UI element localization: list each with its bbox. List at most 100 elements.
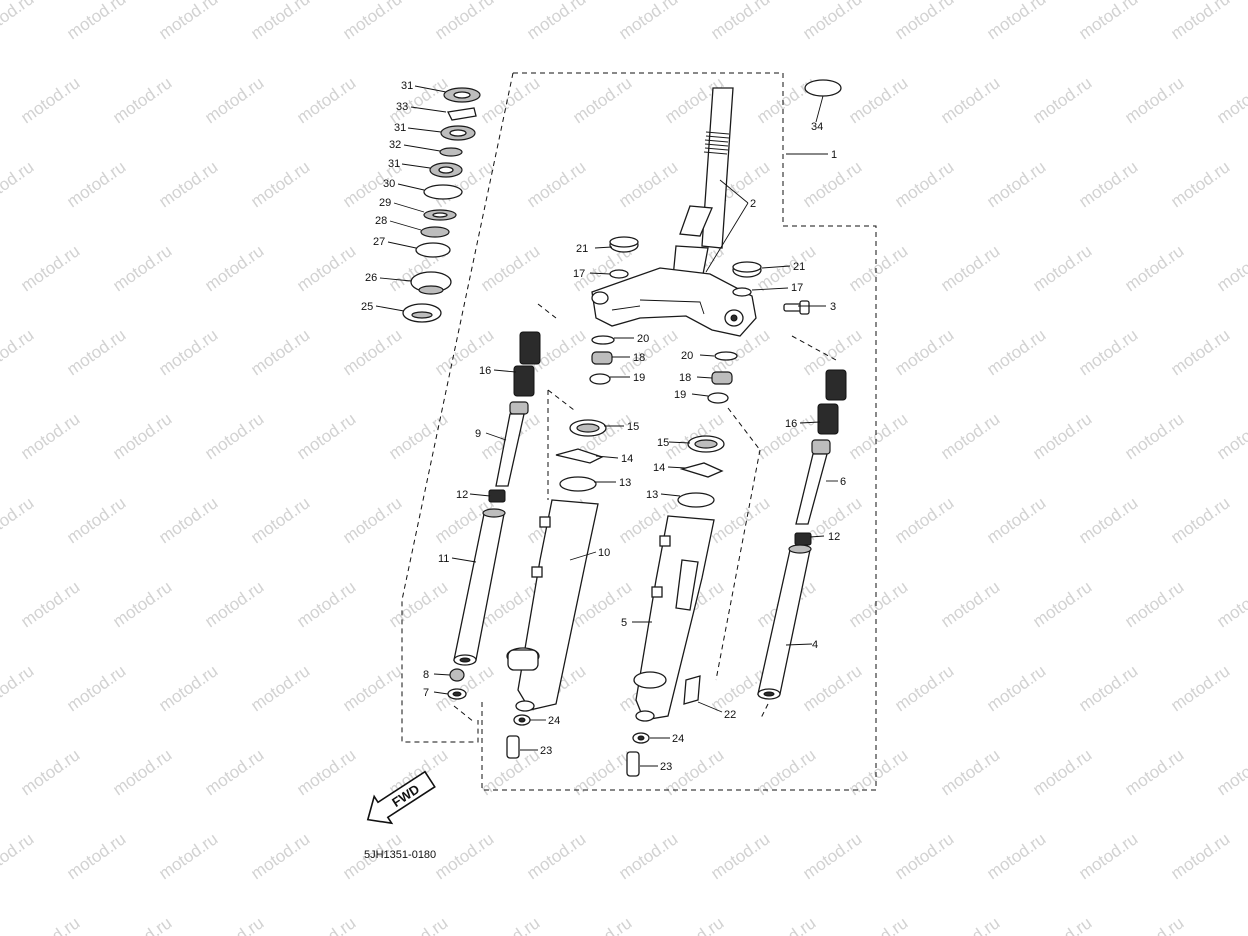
watermark-text: motod.ru [293,73,359,127]
watermark-text: motod.ru [937,745,1003,799]
watermark-text: motod.ru [983,661,1049,715]
watermark-text: motod.ru [339,661,405,715]
watermark-text: motod.ru [1213,577,1248,631]
watermark-text: motod.ru [0,829,37,883]
callout-5: 5 [621,617,627,629]
watermark-text: motod.ru [0,157,37,211]
watermark-text: motod.ru [845,913,911,936]
watermark-text: motod.ru [753,73,819,127]
callout-6: 6 [840,476,846,488]
watermark-text: motod.ru [1167,661,1233,715]
callout-18-left: 18 [633,352,645,364]
watermark-text: motod.ru [937,577,1003,631]
watermark-text: motod.ru [1075,0,1141,43]
watermark-text: motod.ru [201,577,267,631]
watermark-text: motod.ru [937,913,1003,936]
watermark-text: motod.ru [1075,829,1141,883]
watermark-text: motod.ru [201,745,267,799]
watermark-text: motod.ru [799,157,865,211]
watermark-text: motod.ru [1167,157,1233,211]
callout-14-left: 14 [621,453,633,465]
watermark-text: motod.ru [799,661,865,715]
watermark-text: motod.ru [753,745,819,799]
watermark-text: motod.ru [1167,493,1233,547]
watermark-text: motod.ru [1029,745,1095,799]
watermark-text: motod.ru [1029,241,1095,295]
watermark-text: motod.ru [63,325,129,379]
callout-2: 2 [750,198,756,210]
callout-19-left: 19 [633,372,645,384]
bolt-3 [783,300,810,315]
callout-23-left: 23 [540,745,552,757]
watermark-text: motod.ru [247,157,313,211]
watermark-text: motod.ru [339,325,405,379]
watermark-text: motod.ru [707,0,773,43]
callout-12-right: 12 [828,531,840,543]
watermark-text: motod.ru [155,157,221,211]
watermark-text: motod.ru [1213,913,1248,936]
callout-19-right: 19 [674,389,686,401]
watermark-text: motod.ru [1075,493,1141,547]
callout-11: 11 [438,553,449,565]
watermark-text: motod.ru [339,493,405,547]
watermark-text: motod.ru [0,0,37,43]
watermark-text: motod.ru [431,0,497,43]
watermark-text: motod.ru [891,661,957,715]
watermark-text: motod.ru [937,241,1003,295]
watermark-text: motod.ru [17,577,83,631]
watermark-text: motod.ru [569,913,635,936]
watermark-text: motod.ru [109,913,175,936]
watermark-text: motod.ru [477,913,543,936]
watermark-text: motod.ru [155,0,221,43]
lower-seals [555,419,725,508]
watermark-text: motod.ru [63,493,129,547]
watermark-text: motod.ru [1167,0,1233,43]
watermark-text: motod.ru [799,0,865,43]
watermark-text: motod.ru [293,913,359,936]
watermark-text: motod.ru [1121,409,1187,463]
watermark-text: motod.ru [477,73,543,127]
watermark-text: motod.ru [109,577,175,631]
watermark-text: motod.ru [63,157,129,211]
callout-20-right: 20 [681,350,693,362]
watermark-text: motod.ru [1167,829,1233,883]
watermark-text: motod.ru [661,409,727,463]
callout-8: 8 [423,669,429,681]
watermark-text: motod.ru [63,661,129,715]
assembly-outline [401,72,877,791]
watermark-text: motod.ru [983,0,1049,43]
callout-30: 30 [383,178,395,190]
callout-26: 26 [365,272,377,284]
watermark-text: motod.ru [0,325,37,379]
watermark-text: motod.ru [247,661,313,715]
watermark-text: motod.ru [339,0,405,43]
watermark-text: motod.ru [385,577,451,631]
callout-20-left: 20 [637,333,649,345]
watermark-text: motod.ru [891,493,957,547]
upper-seals [589,236,762,404]
watermark-text: motod.ru [891,157,957,211]
watermark-text: motod.ru [201,913,267,936]
callout-13-left: 13 [619,477,631,489]
watermark-text: motod.ru [431,829,497,883]
callout-13-right: 13 [646,489,658,501]
watermark-text: motod.ru [983,493,1049,547]
watermark-text: motod.ru [845,409,911,463]
outer-tubes [506,499,715,722]
watermark-text: motod.ru [891,0,957,43]
watermark-text: motod.ru [201,409,267,463]
watermark-text: motod.ru [845,73,911,127]
watermark-text: motod.ru [845,745,911,799]
watermark-text: motod.ru [1213,73,1248,127]
watermark-text: motod.ru [523,157,589,211]
watermark-text: motod.ru [1121,73,1187,127]
watermark-text: motod.ru [247,829,313,883]
callout-16-left: 16 [479,365,491,377]
callout-28: 28 [375,215,387,227]
watermark-text: motod.ru [63,0,129,43]
watermark-text: motod.ru [937,409,1003,463]
watermark-text: motod.ru [109,73,175,127]
watermark-text: motod.ru [0,661,37,715]
